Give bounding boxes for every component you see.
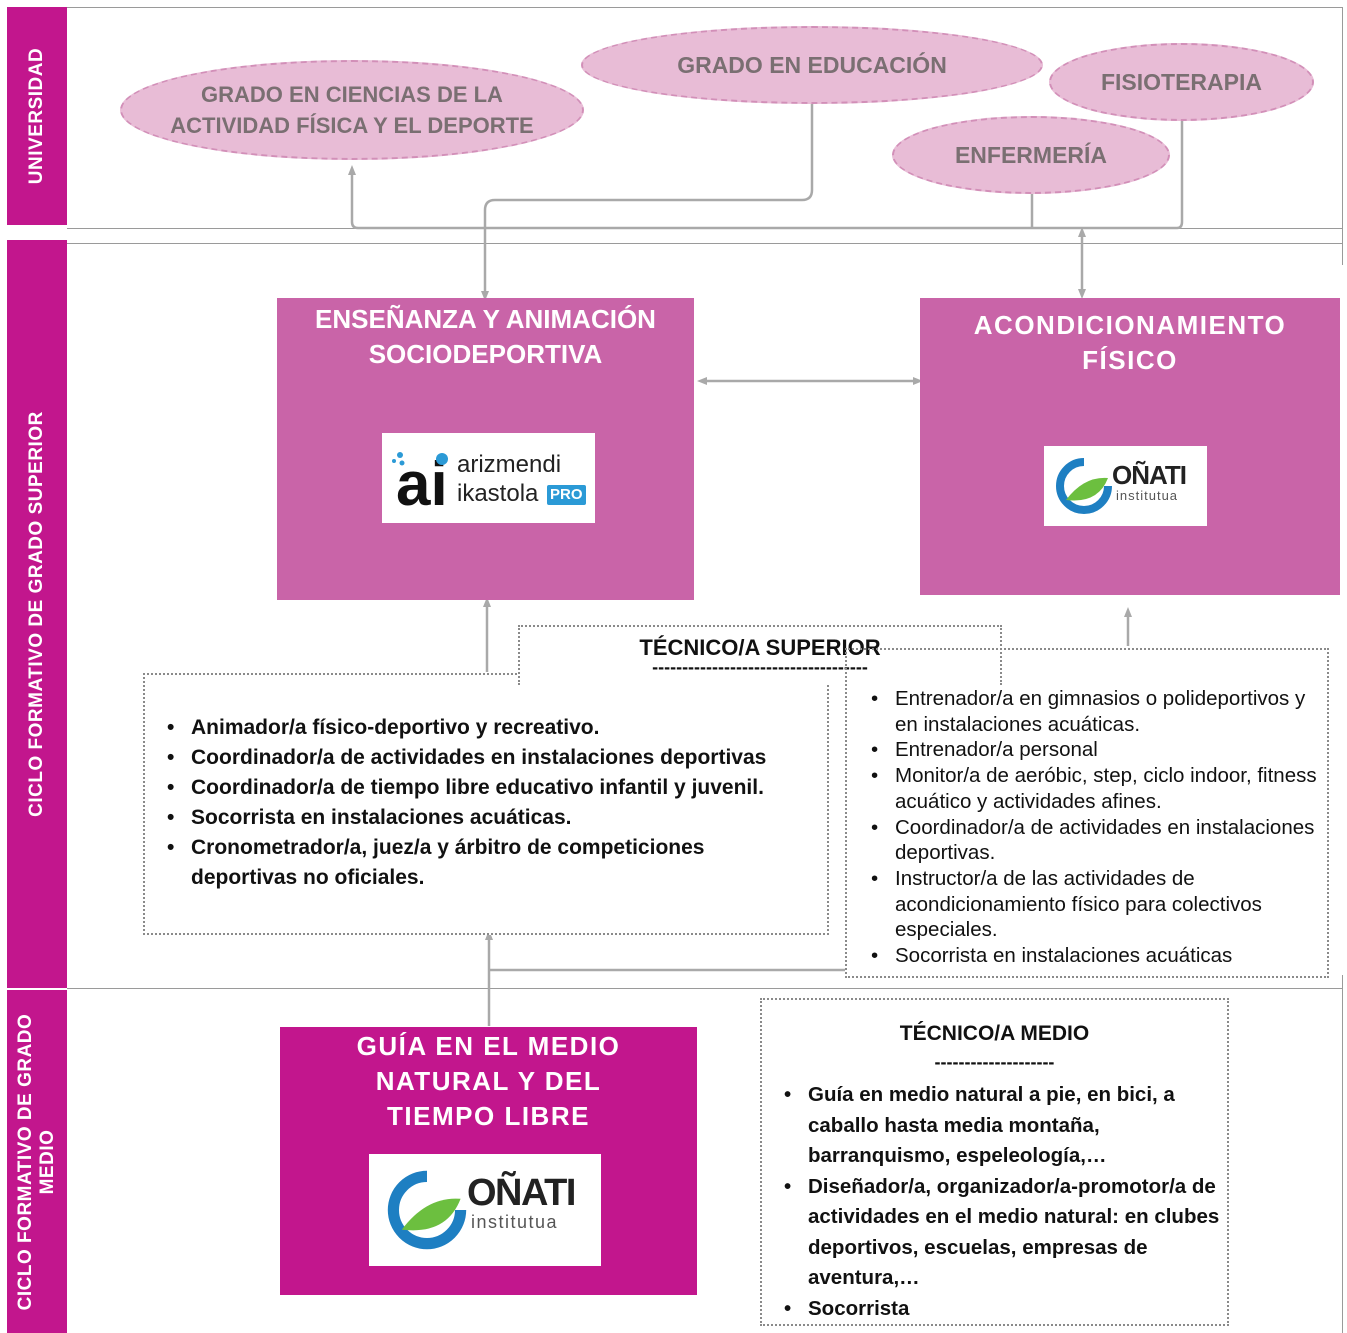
list-item: Guía en medio natural a pie, en bici, a … [782,1080,1222,1172]
sidebar-medio: CICLO FORMATIVO DE GRADO MEDIO [7,990,67,1333]
list-item: Socorrista [782,1294,1222,1325]
oval-enfermeria-label: ENFERMERÍA [954,141,1108,168]
list-item: Coordinador/a de tiempo libre educativo … [165,773,815,803]
tecnico-superior-rule: ------------------------------------ [652,657,868,677]
frame-right-line-lower [1342,975,1343,1333]
list-item: Socorrista en instalaciones acuáticas. [165,803,815,833]
oval-enfermeria: ENFERMERÍA [892,116,1170,194]
list-item: Entrenador/a personal [869,737,1329,763]
oval-fisioterapia: FISIOTERAPIA [1049,43,1314,121]
arizmendi-line1: arizmendi [457,451,562,478]
box-acondicionamiento-title: ACONDICIONAMIENTO FÍSICO [973,310,1287,375]
tecnico-superior-left-list: Animador/a físico-deportivo y recreativo… [165,713,815,893]
tecnico-superior-right-list: Entrenador/a en gimnasios o polideportiv… [869,686,1329,969]
frame-top-line [67,7,1343,8]
list-item: Socorrista en instalaciones acuáticas [869,943,1329,969]
tecnico-medio-list: Guía en medio natural a pie, en bici, a … [782,1080,1222,1324]
logo-arizmendi: ai arizmendi ikastola PRO [382,433,595,523]
box-guia: GUÍA EN EL MEDIO NATURAL Y DEL TIEMPO LI… [280,1027,697,1295]
box-guia-title: GUÍA EN EL MEDIO NATURAL Y DEL TIEMPO LI… [356,1031,621,1131]
frame-right-line [1342,7,1343,265]
tecnico-superior-left-panel: Animador/a físico-deportivo y recreativo… [143,673,829,935]
list-item: Cronometrador/a, juez/a y árbitro de com… [165,833,815,893]
tecnico-superior-title: TÉCNICO/A SUPERIOR [639,635,881,660]
list-item: Coordinador/a de actividades en instalac… [869,815,1329,866]
sidebar-universidad: UNIVERSIDAD [7,7,67,225]
onati-name-superior: OÑATI [1112,460,1187,490]
list-item: Coordinador/a de actividades en instalac… [165,743,815,773]
onati-logo-icon [387,1170,467,1250]
tecnico-medio-panel: TÉCNICO/A MEDIO -------------------- Guí… [760,998,1229,1326]
arizmendi-line2: ikastola [457,480,539,507]
list-item: Entrenador/a en gimnasios o polideportiv… [869,686,1329,737]
box-ensenanza: ENSEÑANZA Y ANIMACIÓN SOCIODEPORTIVA ai … [277,298,694,600]
oval-cafd: GRADO EN CIENCIAS DE LA ACTIVIDAD FÍSICA… [120,60,584,160]
section-divider-lower [67,988,1343,989]
tecnico-medio-title: TÉCNICO/A MEDIO [899,1022,1090,1045]
sidebar-superior: CICLO FORMATIVO DE GRADO SUPERIOR [7,240,67,988]
box-acondicionamiento: ACONDICIONAMIENTO FÍSICO OÑATI institutu… [920,298,1340,595]
logo-onati-superior: OÑATI institutua [1044,446,1207,526]
arizmendi-pro-badge: PRO [547,485,586,505]
section-divider-upper-2 [67,243,1343,244]
onati-sub-medio: institutua [471,1212,559,1232]
box-ensenanza-title: ENSEÑANZA Y ANIMACIÓN SOCIODEPORTIVA [315,304,656,369]
tecnico-medio-rule: -------------------- [934,1052,1055,1072]
logo-onati-medio: OÑATI institutua [369,1154,601,1266]
tecnico-superior-header: TÉCNICO/A SUPERIOR ---------------------… [518,625,1002,685]
oval-cafd-label: GRADO EN CIENCIAS DE LA ACTIVIDAD FÍSICA… [170,82,534,138]
onati-name-medio: OÑATI [467,1172,576,1214]
onati-sub-superior: institutua [1116,488,1179,503]
oval-fisioterapia-label: FISIOTERAPIA [1100,68,1262,95]
list-item: Diseñador/a, organizador/a-promotor/a de… [782,1172,1222,1294]
oval-educacion: GRADO EN EDUCACIÓN [581,26,1043,104]
onati-logo-icon [1056,458,1112,514]
tecnico-superior-right-panel: Entrenador/a en gimnasios o polideportiv… [845,648,1329,978]
list-item: Instructor/a de las actividades de acond… [869,866,1329,943]
list-item: Monitor/a de aeróbic, step, ciclo indoor… [869,763,1329,814]
arizmendi-logo-icon: ai [392,450,448,511]
list-item: Animador/a físico-deportivo y recreativo… [165,713,815,743]
oval-educacion-label: GRADO EN EDUCACIÓN [677,51,947,78]
